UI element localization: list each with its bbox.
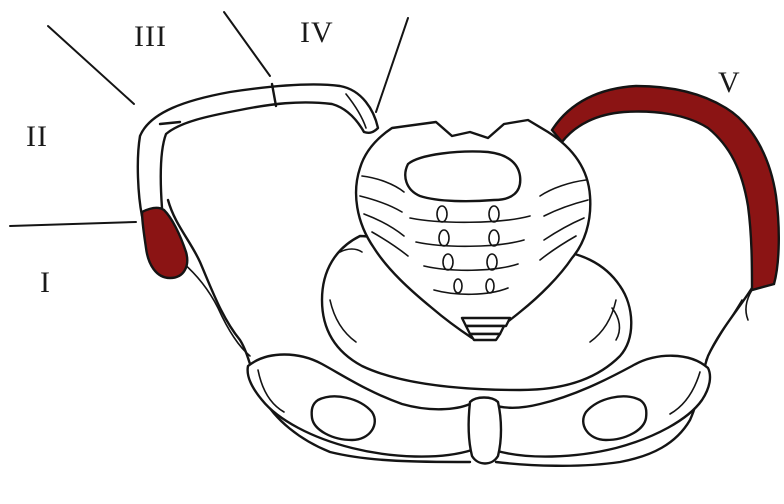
leader-line-region-1: [10, 222, 136, 226]
leader-lines: [10, 12, 408, 226]
label-region-3: III: [134, 20, 167, 53]
leader-line-region-3: [224, 12, 270, 76]
label-region-4: IV: [300, 16, 334, 49]
label-region-5: V: [718, 66, 741, 99]
region-1-highlight: [142, 208, 187, 278]
label-region-2: II: [26, 120, 48, 153]
leader-line-region-4: [376, 18, 408, 112]
label-region-1: I: [40, 266, 51, 299]
leader-line-region-2: [48, 26, 134, 104]
